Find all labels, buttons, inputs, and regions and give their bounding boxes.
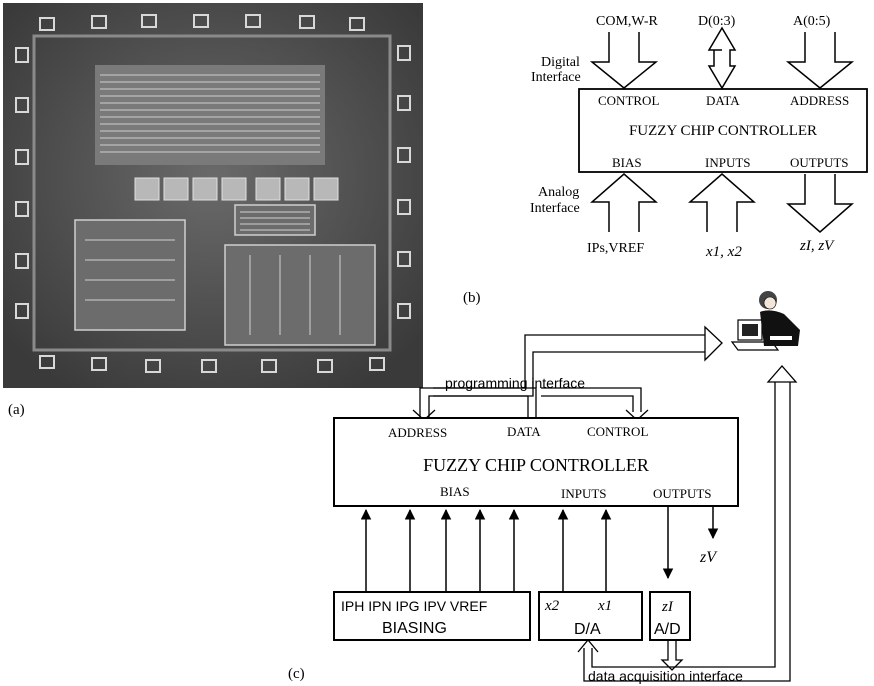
digital-interface-label-2: Interface: [531, 70, 581, 85]
signal-address-bus: A(0:5): [793, 14, 831, 29]
port-inputs-c: INPUTS: [561, 486, 607, 501]
port-outputs-b: OUTPUTS: [790, 155, 849, 170]
panel-label-c: (c): [288, 666, 305, 682]
ad-zi-label: zI: [661, 599, 674, 615]
analog-interface-label-2: Interface: [530, 201, 580, 216]
port-inputs-b: INPUTS: [705, 155, 751, 170]
bias-arrows: [366, 506, 713, 592]
panel-label-b: (b): [463, 290, 481, 306]
zv-output-label: zV: [699, 549, 718, 566]
da-title: D/A: [574, 621, 601, 638]
da-x1-label: x1: [597, 598, 612, 614]
da-x2-label: x2: [544, 598, 560, 614]
port-data-c: DATA: [507, 424, 541, 439]
bias-input-arrow: [592, 174, 656, 232]
ad-title: A/D: [654, 621, 681, 638]
port-data-b: DATA: [706, 93, 740, 108]
control-input-arrow: [592, 32, 656, 88]
biasing-signals: IPH IPN IPG IPV VREF: [341, 598, 487, 614]
port-control-c: CONTROL: [587, 424, 648, 439]
panel-b-diagram: COM,W-R D(0:3) A(0:5) Digital Interface …: [530, 14, 867, 260]
signal-data-bus: D(0:3): [698, 14, 736, 29]
programming-interface-label: programming interface: [445, 375, 585, 391]
data-acquisition-interface-label: data acquisition interface: [588, 668, 743, 684]
port-outputs-c: OUTPUTS: [653, 486, 712, 501]
port-address-c: ADDRESS: [388, 425, 447, 440]
chip-micrograph: [3, 3, 423, 388]
signal-com-wr: COM,W-R: [596, 14, 659, 29]
port-control-b: CONTROL: [598, 93, 659, 108]
biasing-title: BIASING: [382, 620, 447, 637]
computer-user-icon: [732, 291, 800, 350]
block-title-b: FUZZY CHIP CONTROLLER: [629, 123, 817, 139]
analog-interface-label-1: Analog: [538, 185, 579, 200]
port-address-b: ADDRESS: [790, 93, 849, 108]
outputs-output-arrow: [788, 174, 852, 232]
digital-interface-label-1: Digital: [541, 55, 580, 70]
panel-label-a: (a): [8, 402, 25, 418]
inputs-input-arrow: [690, 174, 754, 232]
port-bias-c: BIAS: [440, 484, 470, 499]
address-input-arrow: [788, 32, 852, 88]
signal-x1-x2: x1, x2: [705, 244, 742, 260]
programming-interface-bus: [413, 327, 722, 420]
signal-zi-zv: zI, zV: [799, 238, 835, 254]
data-bidirectional-arrow: [709, 28, 735, 88]
port-bias-b: BIAS: [612, 155, 642, 170]
signal-ips-vref: IPs,VREF: [587, 241, 644, 256]
block-title-c: FUZZY CHIP CONTROLLER: [423, 455, 649, 475]
